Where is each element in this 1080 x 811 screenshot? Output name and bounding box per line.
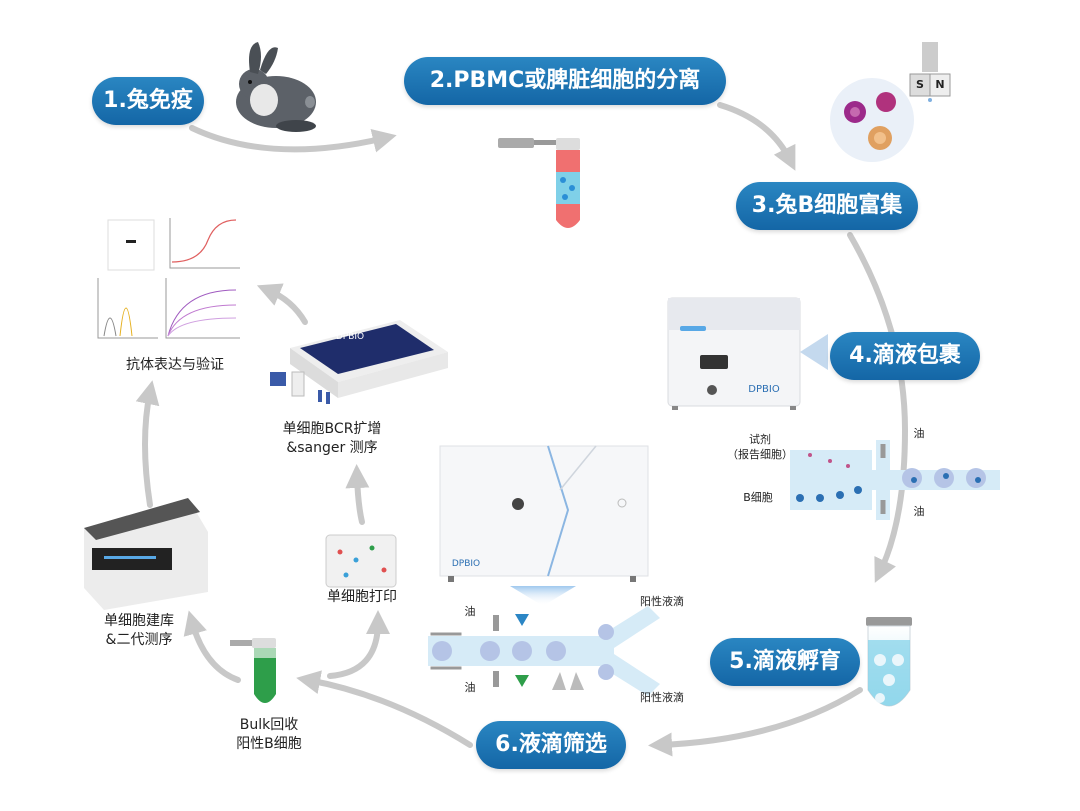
encapsulation-instrument-icon — [667, 297, 801, 410]
incubation-tube-icon — [866, 617, 912, 707]
arrow-bulk-to-print — [327, 610, 390, 679]
label-expression: 抗体表达与验证 — [126, 357, 224, 373]
label-bulk: Bulk回收 阳性B细胞 — [216, 716, 322, 754]
rabbit-icon — [236, 42, 316, 132]
arrow-lib-to-expression — [135, 380, 160, 508]
screen-positive-bottom-label: 阳性液滴 — [640, 691, 684, 704]
label-bcr-line2: &sanger 测序 — [286, 440, 378, 456]
label-bulk-line1: Bulk回收 — [239, 717, 299, 733]
arrow-2-to-3 — [717, 102, 796, 171]
encap-oil-top-label: 油 — [913, 427, 925, 440]
brand-mark-encapsulation: DPBIO — [748, 384, 780, 395]
step-4-encapsulation: 4.滴液包裹 — [830, 332, 980, 380]
label-print: 单细胞打印 — [327, 589, 397, 605]
step-3-enrichment: 3.兔B细胞富集 — [736, 182, 918, 230]
arrow-6-to-bulk — [296, 670, 473, 748]
label-bcr-line1: 单细胞BCR扩增 — [282, 421, 382, 437]
label-bcr: 单细胞BCR扩增 &sanger 测序 — [262, 420, 402, 458]
encap-reagent-line1: 试剂 — [749, 433, 771, 446]
step-6-screening: 6.液滴筛选 — [476, 721, 626, 769]
bulk-tube-icon — [230, 638, 276, 703]
magnet-north-label: N — [935, 78, 945, 91]
enrichment-icon — [830, 42, 951, 162]
screening-channel-diagram — [428, 606, 660, 696]
encapsulation-channel-diagram — [790, 440, 1000, 520]
step-5-incubation: 5.滴液孵育 — [710, 638, 860, 686]
brand-mark-screening: DPBIO — [451, 559, 481, 569]
screen-oil-bottom-label: 油 — [464, 681, 476, 694]
label-library-line1: 单细胞建库 — [104, 613, 174, 629]
validation-charts-icon — [97, 218, 240, 339]
label-library: 单细胞建库 &二代测序 — [84, 612, 194, 650]
arrow-5-to-6 — [648, 687, 863, 757]
screen-positive-top-label: 阳性液滴 — [640, 595, 684, 608]
step-2-isolation: 2.PBMC或脾脏细胞的分离 — [404, 57, 726, 105]
arrow-bulk-to-lib — [183, 610, 241, 683]
library-instrument-icon — [84, 498, 208, 610]
encap-reagent-label: 试剂 （报告细胞） — [722, 432, 798, 462]
screen-glow-icon — [510, 586, 576, 606]
arrow-1-to-2 — [189, 125, 397, 153]
label-bulk-line2: 阳性B细胞 — [236, 736, 302, 752]
encap-reagent-line2: （报告细胞） — [727, 448, 793, 461]
cycle-arrows — [135, 102, 909, 757]
magnet-south-label: S — [916, 78, 924, 91]
bcr-sequencer-icon — [270, 320, 448, 404]
label-library-line2: &二代测序 — [105, 632, 173, 648]
pbmc-tube-icon — [498, 138, 580, 228]
print-plate-icon — [325, 534, 397, 588]
step-1-immunization: 1.兔免疫 — [92, 77, 204, 125]
arrow-print-to-bcr — [345, 464, 370, 525]
pointer-arrow-icon — [800, 334, 828, 370]
encap-oil-bottom-label: 油 — [913, 505, 925, 518]
arrow-3-to-5 — [847, 232, 909, 583]
screening-instrument-icon — [439, 445, 649, 582]
brand-mark-sequencer: DPBIO — [335, 332, 365, 342]
encap-bcell-label: B细胞 — [743, 491, 773, 504]
screen-oil-top-label: 油 — [464, 605, 476, 618]
arrow-bcr-to-expression — [256, 283, 308, 325]
